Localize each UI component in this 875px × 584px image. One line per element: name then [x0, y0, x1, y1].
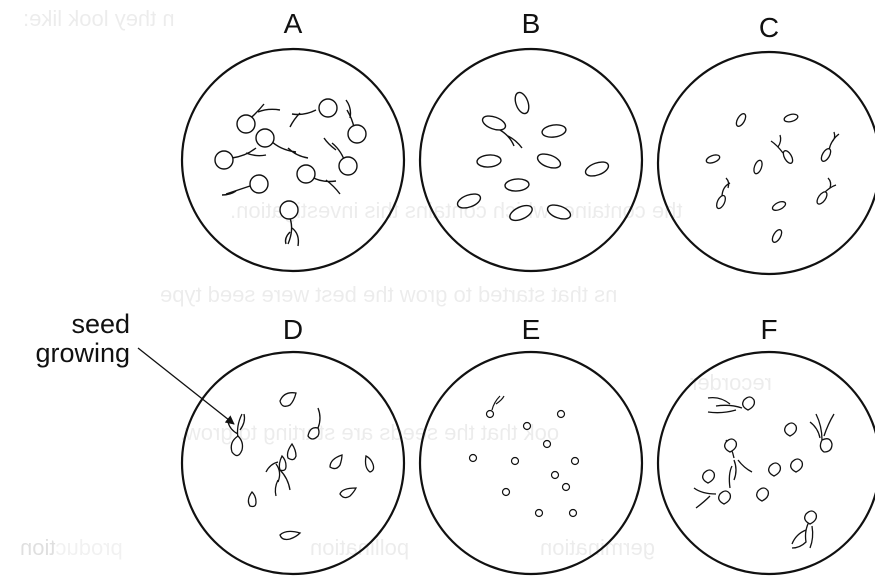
- seed-e3: [558, 411, 565, 418]
- annotation-growing: growing: [35, 338, 130, 368]
- seed-c4: [819, 132, 839, 163]
- seed-e7: [572, 458, 579, 465]
- seed-b1: [513, 91, 532, 116]
- dish-e-seeds: [470, 396, 579, 517]
- seed-c1: [734, 112, 747, 128]
- seed-d3: [308, 408, 320, 439]
- dish-label-f: F: [760, 314, 777, 345]
- seed-a2: [290, 99, 337, 127]
- seed-a4: [215, 148, 266, 169]
- seed-a5: [256, 129, 308, 158]
- seed-e12: [570, 510, 577, 517]
- dish-b: [420, 49, 642, 271]
- seed-b7: [505, 178, 530, 192]
- seed-a3: [346, 100, 366, 143]
- seed-f1: [708, 397, 754, 413]
- seed-a7: [297, 165, 340, 194]
- seed-f8: [757, 488, 769, 501]
- seed-d10: [280, 531, 300, 539]
- dish-c: [658, 52, 875, 274]
- dish-label-b: B: [522, 8, 541, 39]
- seed-e6: [512, 458, 519, 465]
- seed-f5: [769, 463, 781, 476]
- seed-a1: [237, 104, 280, 133]
- seed-e11: [536, 510, 543, 517]
- seed-d2: [280, 393, 296, 407]
- seed-d8: [248, 492, 256, 507]
- seed-e2: [524, 423, 531, 430]
- annotation-arrow: [138, 348, 234, 424]
- seed-d1: [228, 414, 245, 456]
- seed-f2: [810, 414, 834, 452]
- seed-a9: [280, 201, 298, 246]
- seed-b4: [477, 154, 502, 168]
- dish-label-c: C: [759, 12, 779, 43]
- seed-b2: [481, 113, 522, 148]
- seed-b8: [456, 191, 483, 210]
- dish-e: [420, 352, 642, 574]
- seed-f6: [791, 459, 803, 472]
- annotation-seed: seed: [71, 309, 130, 339]
- dish-label-d: D: [283, 314, 303, 345]
- dish-label-a: A: [284, 8, 303, 39]
- dish-b-seeds: [456, 91, 611, 224]
- seed-c8: [815, 178, 836, 206]
- seed-e1: [487, 396, 505, 418]
- seed-f7: [703, 470, 715, 483]
- seed-c3: [771, 135, 795, 165]
- seed-f4: [725, 439, 752, 488]
- seed-c9: [771, 200, 787, 212]
- seed-c7: [715, 178, 730, 210]
- seed-e8: [552, 472, 559, 479]
- seed-b5: [536, 151, 563, 170]
- seed-f10: [792, 511, 816, 548]
- seed-e9: [503, 489, 510, 496]
- seed-a8: [222, 175, 268, 195]
- seed-c5: [705, 153, 721, 164]
- dish-f-seeds: [694, 397, 834, 548]
- seed-b9: [546, 202, 573, 221]
- seed-f9: [694, 488, 730, 508]
- seed-b10: [508, 202, 535, 223]
- seed-d7: [366, 456, 374, 472]
- seed-e5: [470, 455, 477, 462]
- dish-f: [658, 352, 875, 574]
- seed-d5: [266, 456, 290, 496]
- seed-e4: [544, 441, 551, 448]
- seed-c2: [783, 113, 798, 123]
- seed-b3: [541, 123, 566, 138]
- seed-d9: [340, 488, 356, 498]
- seed-c10: [770, 228, 783, 244]
- seed-c6: [752, 159, 763, 175]
- seed-d6: [330, 455, 342, 469]
- dish-a-seeds: [215, 99, 366, 246]
- seed-a6: [324, 138, 357, 175]
- seed-f3: [785, 423, 797, 436]
- seed-e10: [563, 484, 570, 491]
- dish-label-e: E: [522, 314, 541, 345]
- dish-c-seeds: [705, 112, 839, 244]
- seed-b6: [584, 159, 611, 178]
- seed-d4: [288, 444, 297, 460]
- dish-d-seeds: [228, 393, 374, 540]
